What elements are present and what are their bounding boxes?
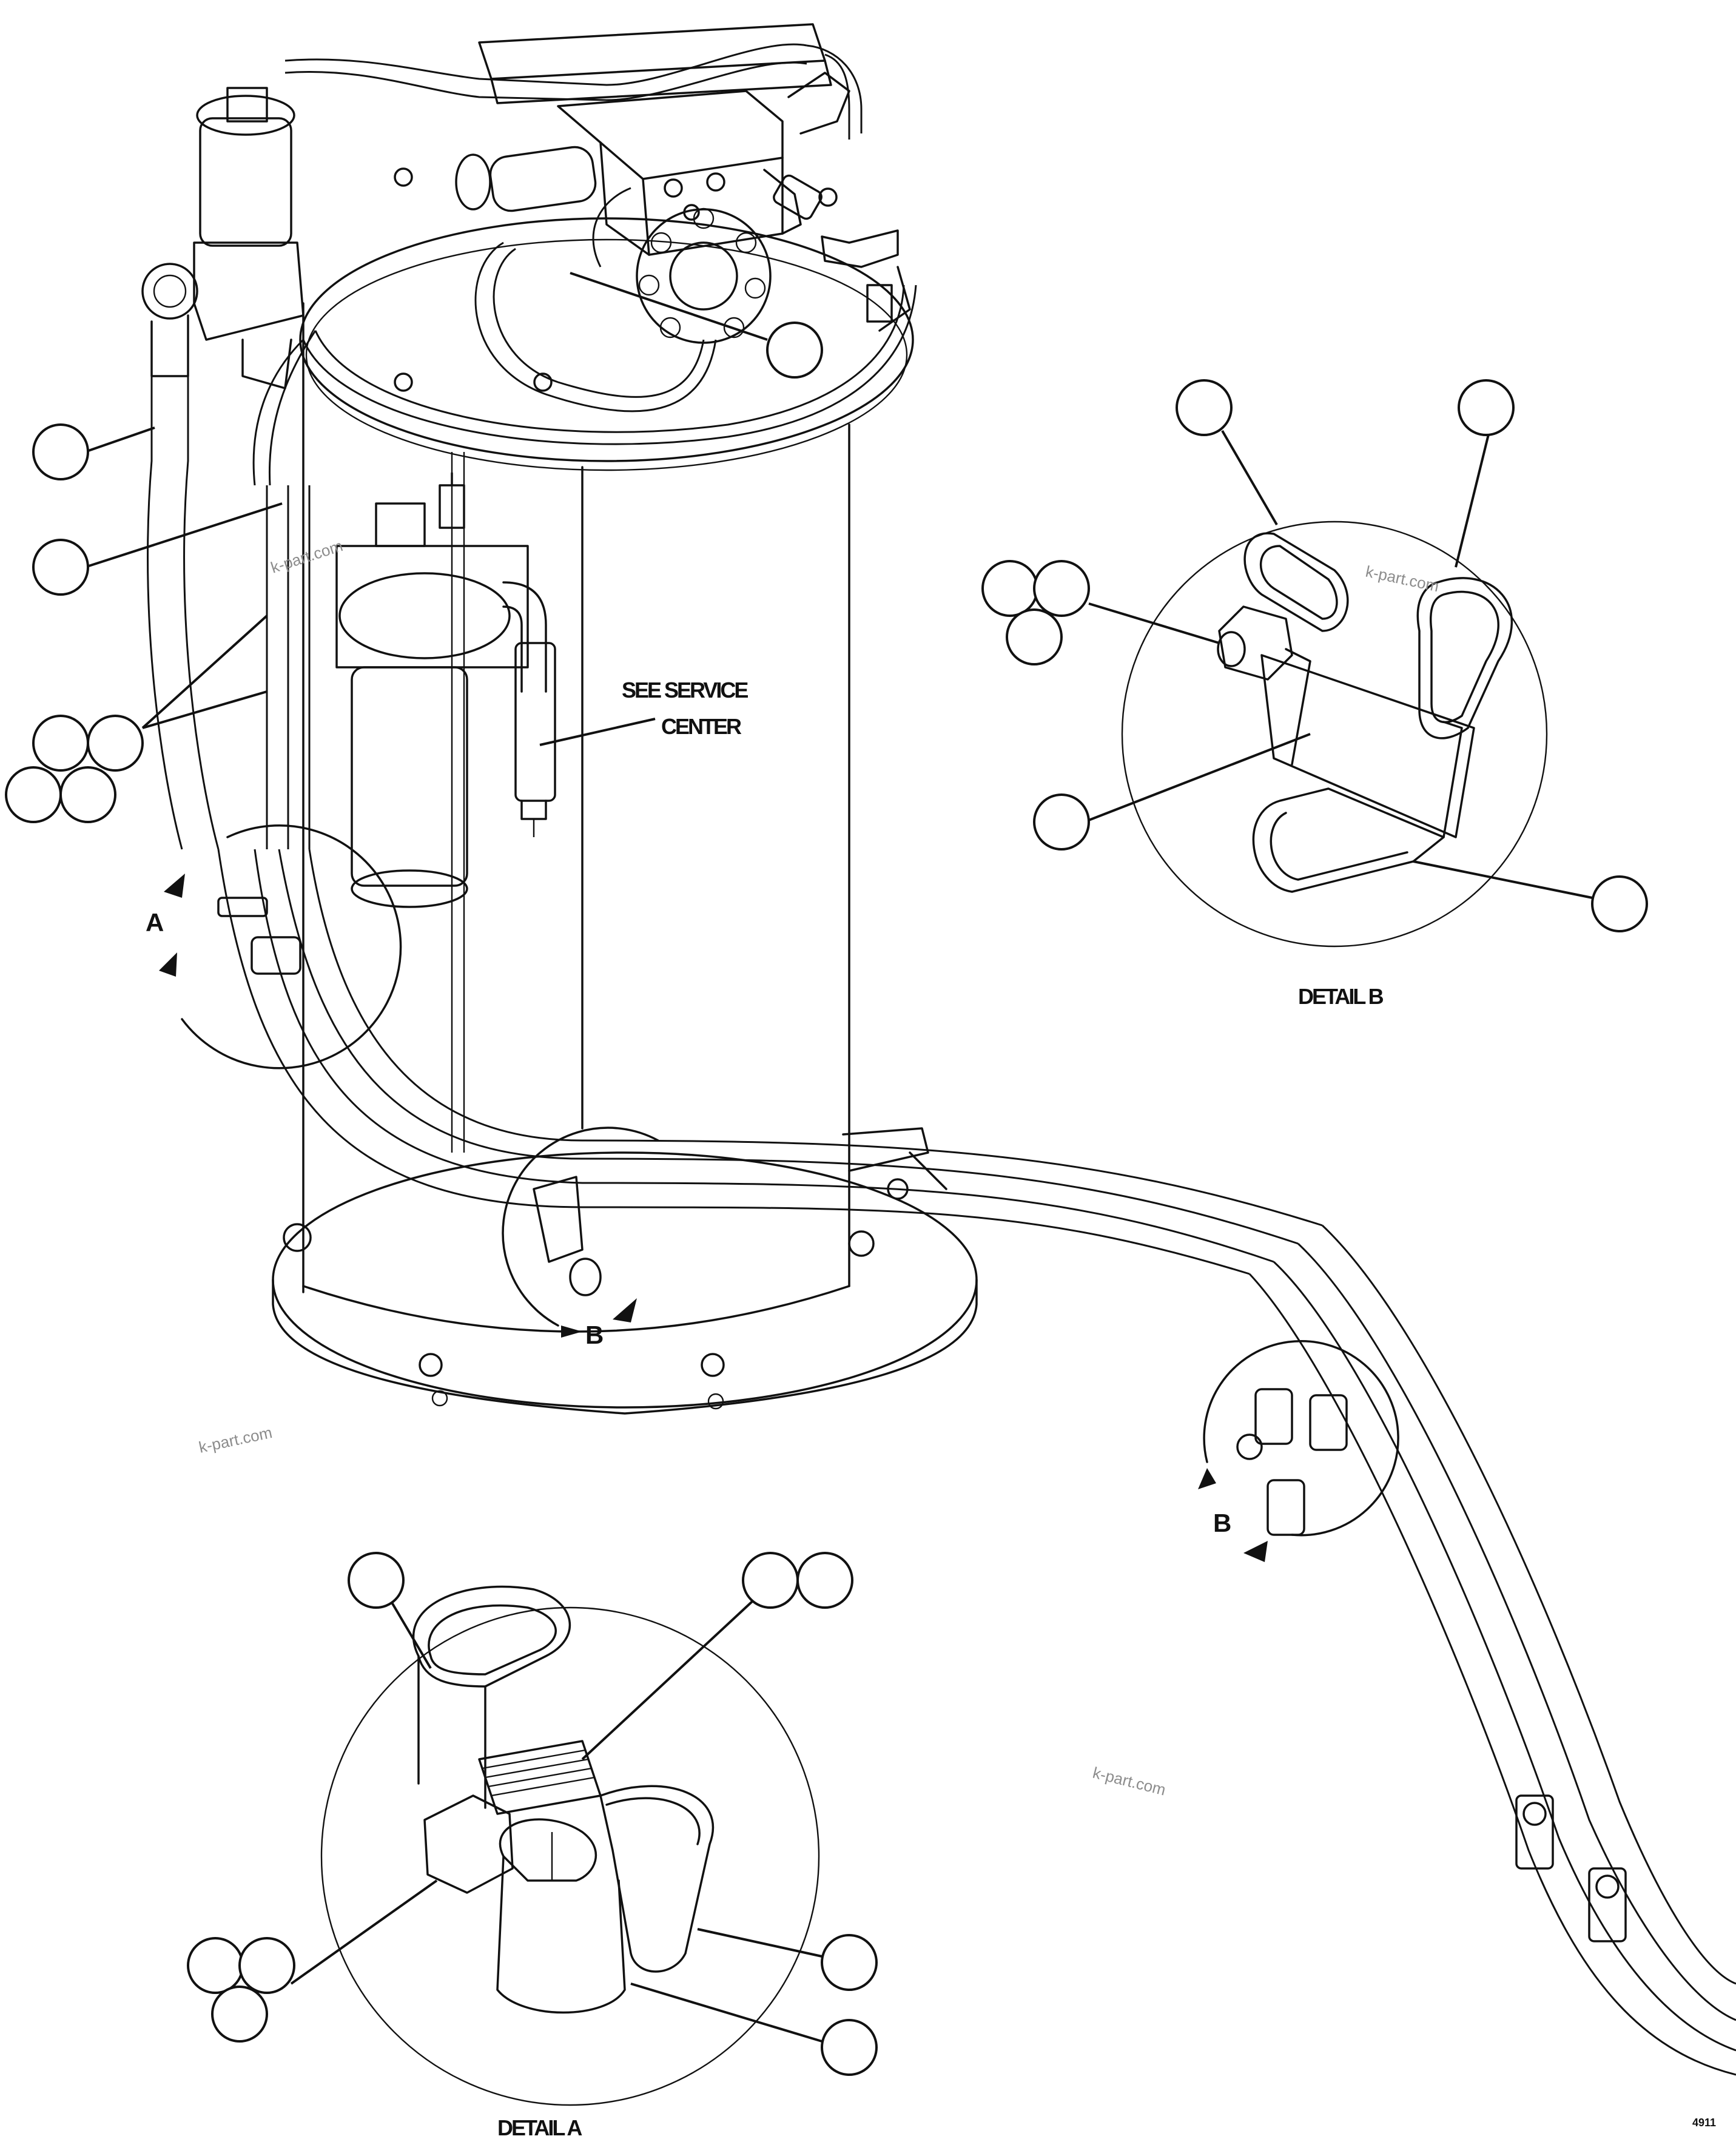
callout-balloon xyxy=(32,715,89,772)
manifold-assembly xyxy=(141,23,911,389)
detail-a xyxy=(320,1585,820,2106)
callout-balloon xyxy=(32,539,89,596)
view-label-a: A xyxy=(146,908,164,937)
callout-balloon xyxy=(211,1986,268,2043)
callout-balloon xyxy=(821,1934,878,1991)
callout-balloon xyxy=(1458,379,1515,436)
callout-balloon xyxy=(1591,875,1648,932)
watermark: k-part.com xyxy=(197,1423,274,1457)
callout-balloon xyxy=(5,766,62,823)
callout-balloon xyxy=(1033,560,1090,617)
callouts xyxy=(5,272,1648,2076)
view-circle-a: A xyxy=(146,824,402,1070)
callout-balloon xyxy=(742,1552,799,1609)
watermark: k-part.com xyxy=(269,536,345,576)
detail-a-title: DETAIL A xyxy=(497,2115,582,2139)
callout-balloon xyxy=(32,423,89,480)
callout-balloon xyxy=(821,2019,878,2076)
callout-balloon xyxy=(59,766,116,823)
watermark: k-part.com xyxy=(1091,1763,1168,1799)
sheet-code: 4911 xyxy=(1692,2117,1716,2129)
see-service-label-line2: CENTER xyxy=(661,714,742,739)
callout-balloon xyxy=(87,715,144,772)
callout-balloon xyxy=(348,1552,405,1609)
callout-balloon xyxy=(796,1552,853,1609)
text-labels: SEE SERVICE CENTER DETAIL B DETAIL A 491… xyxy=(497,678,1716,2139)
callout-balloon xyxy=(187,1937,244,1994)
detail-b xyxy=(1121,520,1548,948)
view-label-b-right: B xyxy=(1213,1509,1231,1537)
view-circle-b-right: B xyxy=(1198,1339,1399,1562)
watermarks: k-part.com k-part.com k-part.com k-part.… xyxy=(197,536,1441,1799)
filter-assembly xyxy=(335,472,556,908)
callout-balloon xyxy=(1033,793,1090,851)
callout-balloon xyxy=(766,322,823,379)
watermark: k-part.com xyxy=(1364,562,1441,596)
callout-balloon xyxy=(981,560,1038,617)
tank-assembly xyxy=(272,167,978,1415)
callout-balloon xyxy=(238,1937,295,1994)
see-service-label-line1: SEE SERVICE xyxy=(622,678,748,702)
callout-balloon xyxy=(1006,608,1063,665)
detail-b-title: DETAIL B xyxy=(1298,984,1384,1009)
view-label-b-center: B xyxy=(585,1321,604,1349)
hoses xyxy=(147,43,1736,2076)
callout-balloon xyxy=(1176,379,1233,436)
view-circle-b-center: B xyxy=(502,1127,659,1349)
